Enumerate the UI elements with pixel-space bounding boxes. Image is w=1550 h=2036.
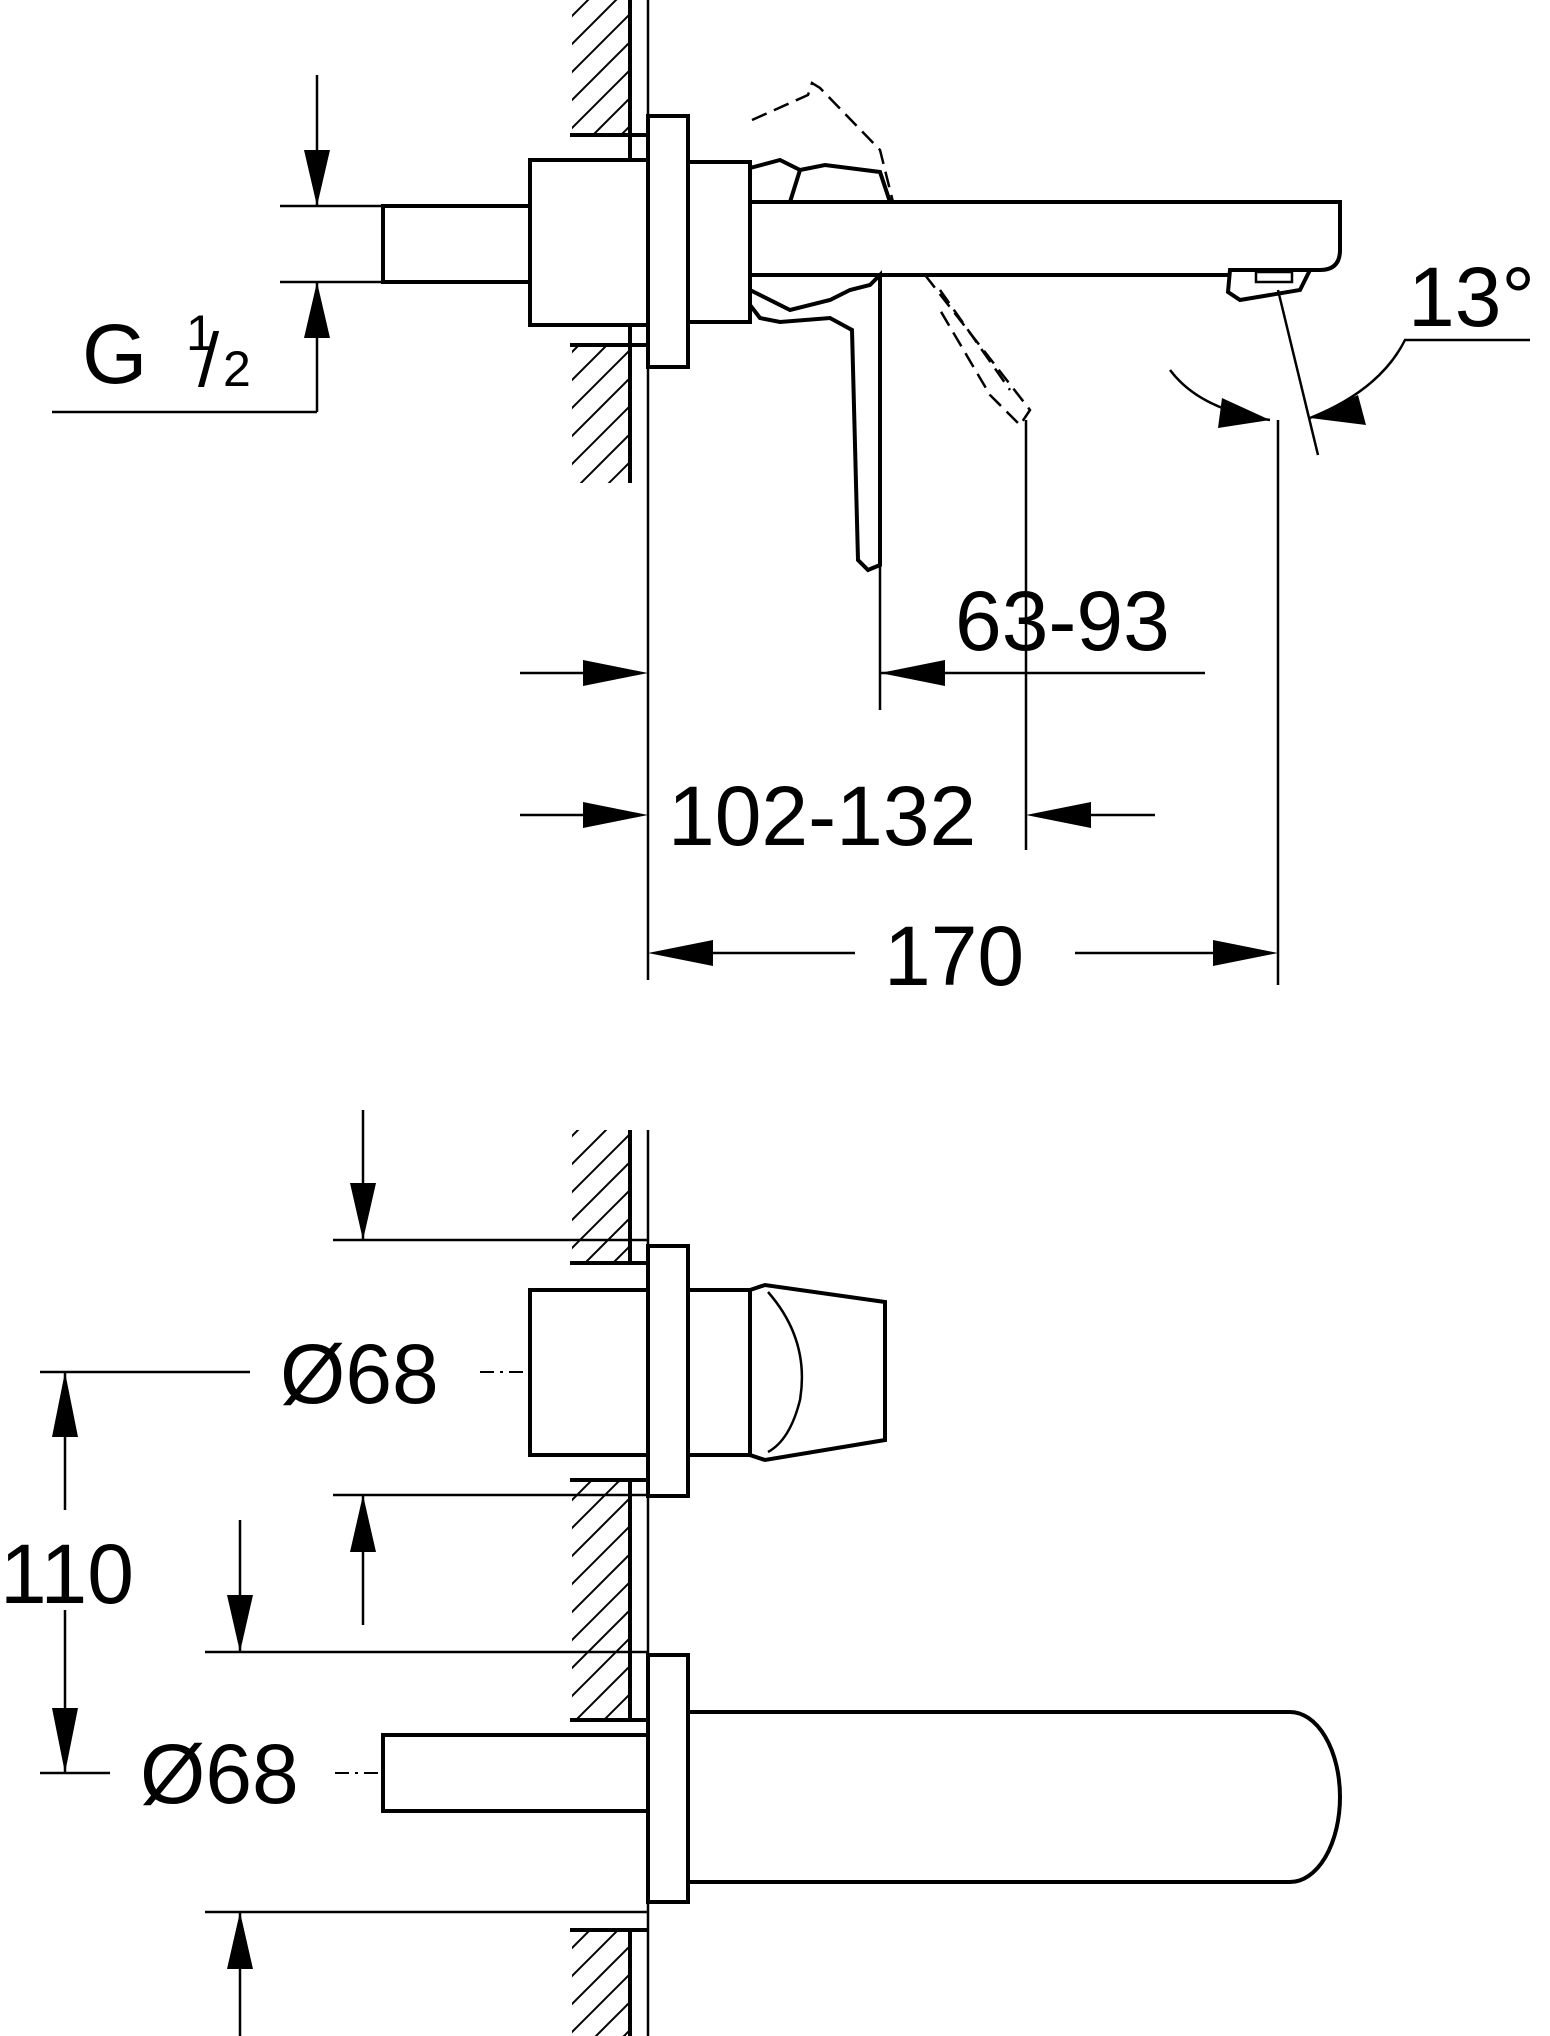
spout	[748, 200, 1342, 277]
lever-open-position	[751, 81, 895, 203]
wall-hatch-front-middle	[572, 1480, 630, 1720]
total-projection-label: 170	[884, 909, 1024, 1003]
valve-housing	[686, 160, 752, 324]
side-view: G 1 / 2 13° 63-93 102-132 170	[52, 0, 1535, 1003]
front-view: Ø68 110 Ø68	[0, 1110, 1342, 2036]
thread-fraction-denominator: 2	[223, 341, 251, 397]
thread-fraction-slash: /	[198, 318, 220, 403]
thread-fraction-numerator: 1	[186, 305, 214, 361]
diameter-top-label: Ø68	[280, 1327, 439, 1421]
spout-angle-label: 13°	[1408, 250, 1535, 344]
wall-hatch-bottom	[572, 345, 630, 483]
wall-range-label: 102-132	[668, 769, 976, 863]
aerator	[1225, 268, 1314, 303]
mixer-lever	[748, 1282, 887, 1463]
center-distance-label: 110	[0, 1527, 134, 1621]
mixer-housing	[686, 1288, 752, 1457]
spout-stub	[381, 1733, 650, 1813]
diameter-bottom-label: Ø68	[140, 1727, 299, 1821]
wall-hatch-front-top	[572, 1130, 630, 1263]
spout-front	[686, 1710, 1342, 1884]
mixer-plate	[646, 1244, 690, 1498]
mount-body	[528, 158, 650, 327]
thread-size-label: G	[82, 307, 147, 401]
wall-hatch-front-bottom	[572, 1930, 630, 2036]
mixer-body	[528, 1288, 650, 1457]
wall-plate	[646, 114, 690, 369]
wall-hatch-top	[572, 0, 630, 135]
projection-range-label: 63-93	[955, 574, 1170, 668]
spout-plate	[646, 1653, 690, 1904]
lever-handle	[748, 270, 882, 573]
